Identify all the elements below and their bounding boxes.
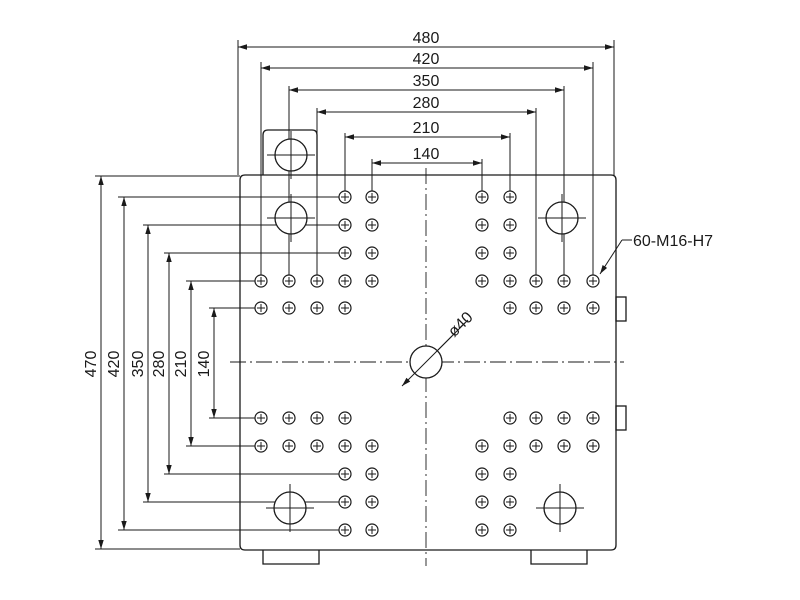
thread-hole: [338, 495, 352, 509]
thread-hole-pattern: [254, 190, 600, 537]
thread-hole: [338, 439, 352, 453]
dim-470: 470: [83, 351, 100, 378]
thread-hole: [254, 274, 268, 288]
thread-hole: [475, 467, 489, 481]
thread-hole: [475, 190, 489, 204]
dim-140: 140: [413, 146, 440, 163]
thread-hole: [338, 274, 352, 288]
thread-hole: [586, 274, 600, 288]
thread-hole: [365, 495, 379, 509]
thread-hole: [503, 523, 517, 537]
thread-hole: [475, 523, 489, 537]
thread-hole: [503, 439, 517, 453]
thread-hole: [557, 439, 571, 453]
thread-hole: [475, 495, 489, 509]
thread-hole: [503, 411, 517, 425]
thread-hole: [557, 274, 571, 288]
thread-hole-leader: 60-M16-H7: [599, 233, 713, 275]
thread-hole: [529, 274, 543, 288]
thread-hole: [586, 439, 600, 453]
thread-hole: [503, 467, 517, 481]
dim-140-vertical: 140: [196, 351, 213, 378]
vertical-dimensions: 470 420 350 280 210 140: [83, 176, 217, 549]
thread-hole: [338, 218, 352, 232]
dim-350: 350: [413, 73, 440, 90]
thread-hole: [338, 467, 352, 481]
thread-hole: [503, 246, 517, 260]
dim-280-vertical: 280: [151, 351, 168, 378]
horizontal-dimensions: 480 420 350 280 210 140: [238, 30, 614, 166]
large-hole: [538, 194, 586, 242]
thread-hole: [365, 190, 379, 204]
thread-hole: [338, 190, 352, 204]
thread-hole: [557, 411, 571, 425]
thread-hole: [365, 218, 379, 232]
dim-350-vertical: 350: [130, 351, 147, 378]
thread-hole: [365, 246, 379, 260]
large-hole: [267, 194, 315, 242]
thread-hole: [503, 190, 517, 204]
thread-hole: [254, 439, 268, 453]
thread-hole: [338, 246, 352, 260]
dim-210: 210: [413, 120, 440, 137]
centre-hole: ø40: [401, 309, 477, 387]
bottom-feet: [262, 550, 588, 565]
extension-lines-vertical: [95, 175, 345, 550]
thread-hole: [338, 411, 352, 425]
thread-hole: [365, 467, 379, 481]
thread-hole: [310, 439, 324, 453]
thread-hole: [282, 411, 296, 425]
large-hole: [267, 131, 315, 179]
thread-hole: [475, 246, 489, 260]
thread-hole: [475, 439, 489, 453]
dim-280: 280: [413, 95, 440, 112]
thread-hole: [529, 439, 543, 453]
large-hole: [266, 484, 314, 532]
platen-outline: [239, 174, 617, 551]
thread-hole: [475, 274, 489, 288]
center-hole-label: ø40: [445, 309, 477, 341]
thread-hole-label: 60-M16-H7: [633, 233, 713, 250]
dim-420: 420: [413, 51, 440, 68]
thread-hole: [282, 274, 296, 288]
thread-hole: [586, 301, 600, 315]
thread-hole: [503, 218, 517, 232]
thread-hole: [586, 411, 600, 425]
thread-hole: [254, 301, 268, 315]
thread-hole: [365, 439, 379, 453]
thread-hole: [475, 218, 489, 232]
thread-hole: [310, 411, 324, 425]
thread-hole: [310, 301, 324, 315]
thread-hole: [365, 274, 379, 288]
right-tabs: [615, 296, 627, 431]
thread-hole: [282, 301, 296, 315]
dim-420-vertical: 420: [106, 351, 123, 378]
thread-hole: [365, 523, 379, 537]
thread-hole: [338, 301, 352, 315]
large-holes: [266, 131, 586, 532]
thread-hole: [254, 411, 268, 425]
thread-hole: [503, 495, 517, 509]
thread-hole: [282, 439, 296, 453]
thread-hole: [503, 301, 517, 315]
thread-hole: [557, 301, 571, 315]
large-hole: [536, 484, 584, 532]
thread-hole: [503, 274, 517, 288]
thread-hole: [338, 523, 352, 537]
thread-hole: [529, 411, 543, 425]
dim-210-vertical: 210: [173, 351, 190, 378]
thread-hole: [310, 274, 324, 288]
dim-480: 480: [413, 30, 440, 47]
thread-hole: [529, 301, 543, 315]
